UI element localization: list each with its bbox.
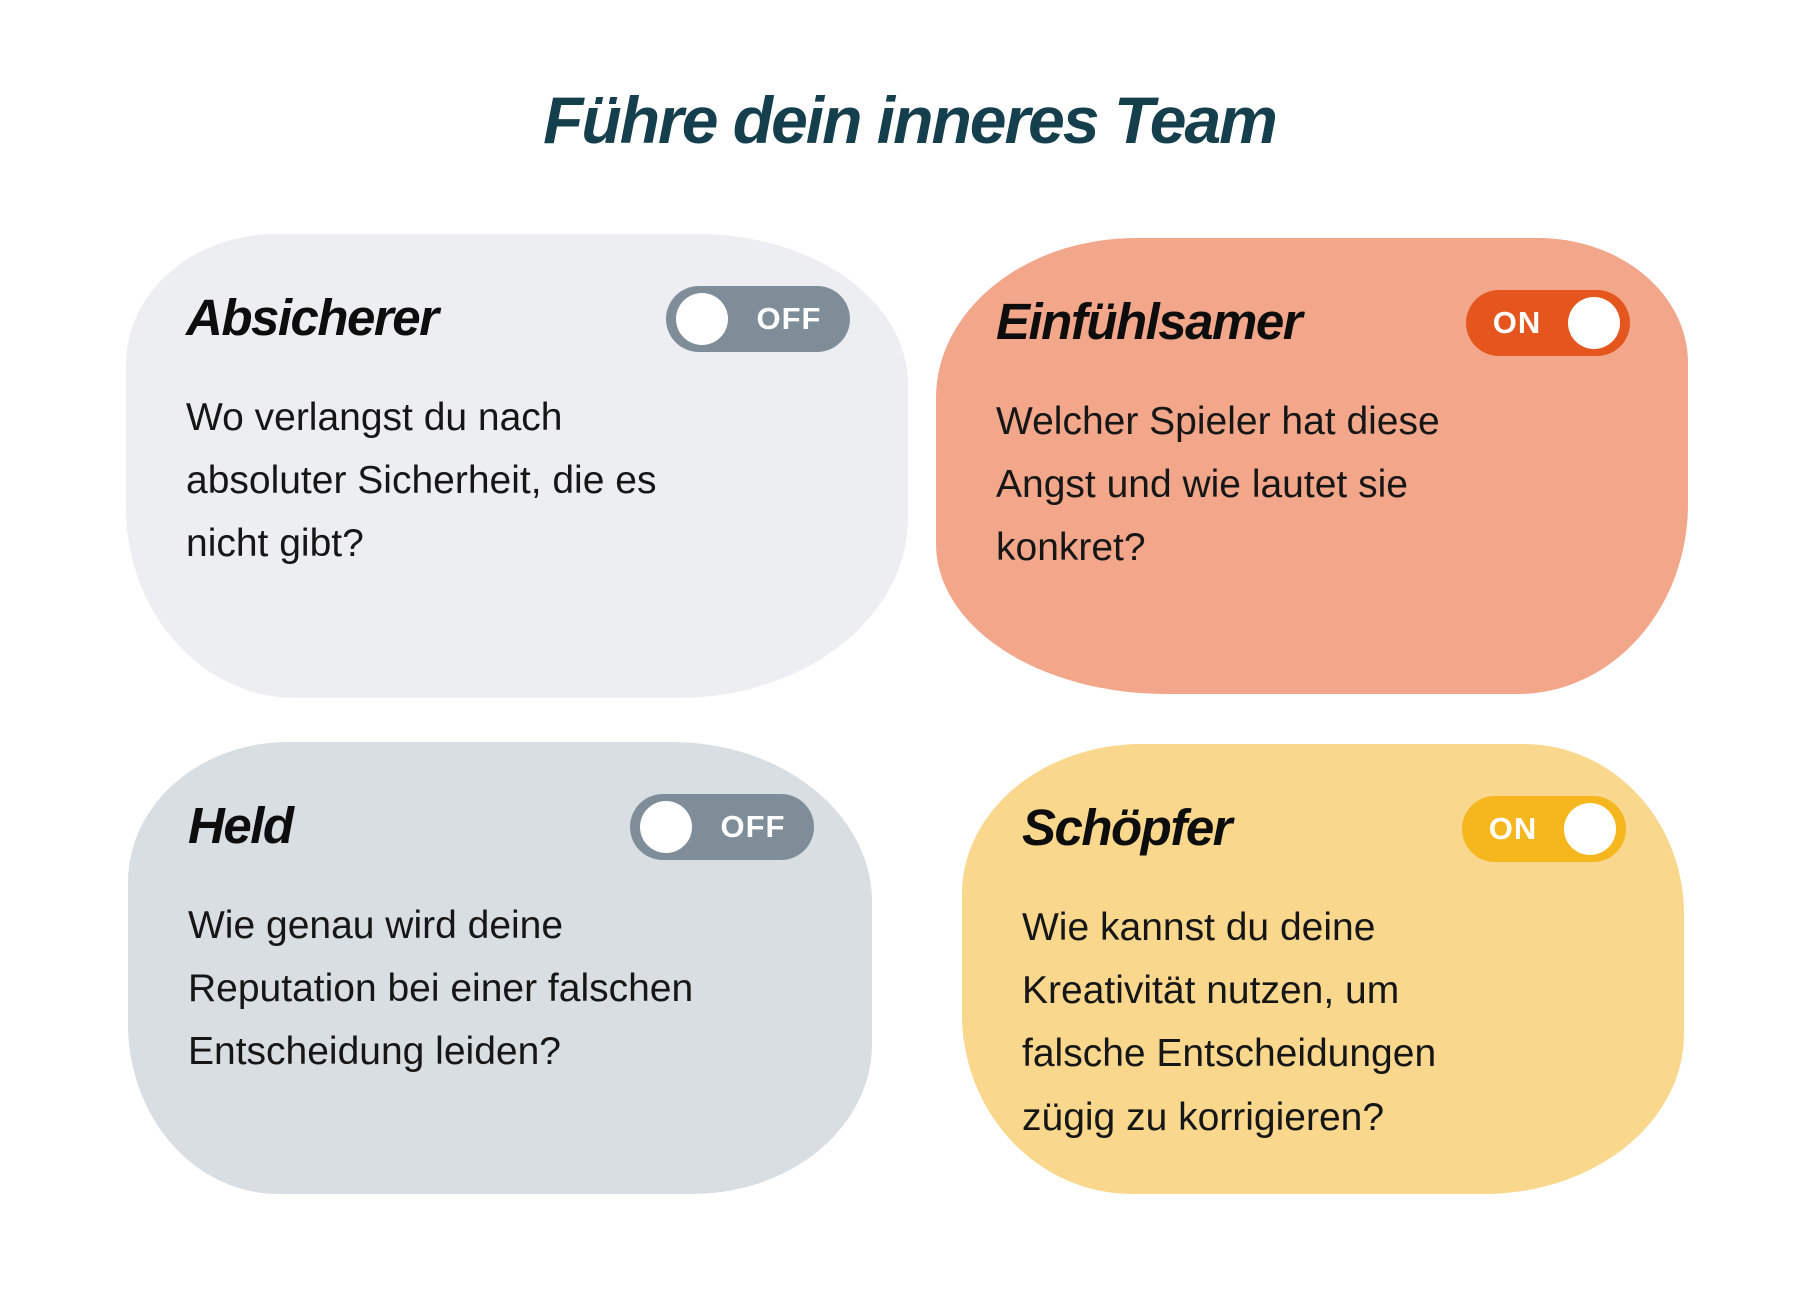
card-question-einfuehlsamer: Welcher Spieler hat diese Angst und wie … (996, 400, 1440, 570)
card-header: Held OFF (188, 792, 814, 860)
card-header: Einfühlsamer ON (996, 288, 1630, 356)
card-schoepfer: Schöpfer ON Wie kannst du deine Kreativi… (962, 744, 1684, 1194)
card-question-absicherer: Wo verlangst du nach absoluter Sicherhei… (186, 396, 657, 566)
toggle-state-label: OFF (720, 809, 786, 844)
card-title-absicherer: Absicherer (186, 289, 439, 346)
card-header: Schöpfer ON (1022, 794, 1626, 862)
toggle-knob (1564, 803, 1616, 855)
toggle-state-label: ON (1488, 811, 1538, 846)
toggle-state-label: ON (1492, 305, 1542, 340)
card-question-held: Wie genau wird deine Reputation bei eine… (188, 904, 694, 1074)
toggle-held[interactable]: OFF (630, 794, 814, 860)
toggle-einfuehlsamer[interactable]: ON (1466, 290, 1630, 356)
toggle-absicherer[interactable]: OFF (666, 286, 850, 352)
card-header: Absicherer OFF (186, 284, 850, 352)
toggle-knob (676, 293, 728, 345)
card-question-schoepfer: Wie kannst du deine Kreativität nutzen, … (1022, 906, 1437, 1139)
card-title-einfuehlsamer: Einfühlsamer (996, 293, 1303, 350)
toggle-state-label: OFF (756, 301, 822, 336)
card-einfuehlsamer: Einfühlsamer ON Welcher Spieler hat dies… (936, 238, 1688, 694)
toggle-schoepfer[interactable]: ON (1462, 796, 1626, 862)
card-title-schoepfer: Schöpfer (1022, 799, 1233, 856)
card-held: Held OFF Wie genau wird deine Reputation… (128, 742, 872, 1194)
card-title-held: Held (188, 797, 294, 854)
page-title: Führe dein inneres Team (543, 83, 1278, 157)
toggle-knob (1568, 297, 1620, 349)
card-absicherer: Absicherer OFF Wo verlangst du nach abso… (126, 234, 908, 698)
toggle-knob (640, 801, 692, 853)
